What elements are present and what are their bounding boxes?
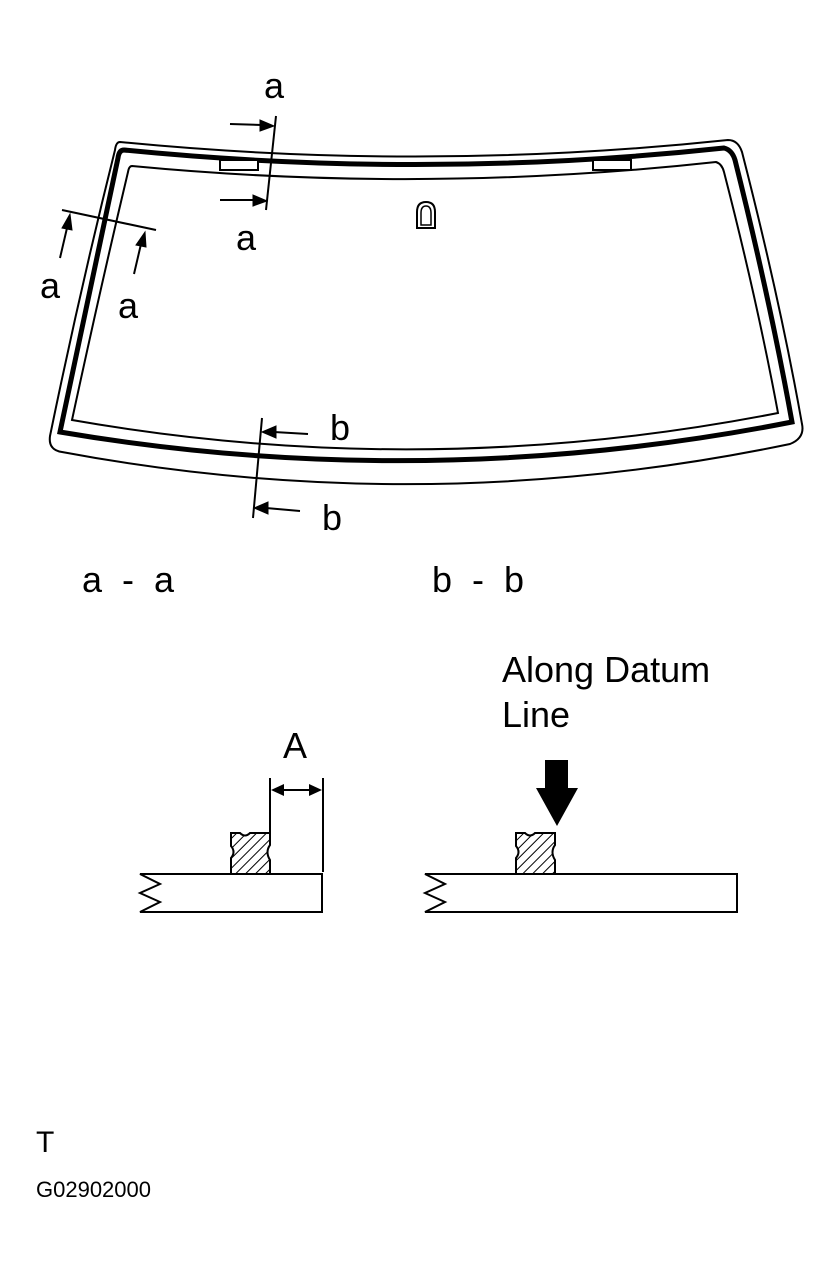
figure-code: G02902000 bbox=[36, 1177, 151, 1202]
mirror-mount-icon bbox=[416, 200, 436, 229]
label-b-upper: b bbox=[330, 407, 350, 448]
molding-inner bbox=[70, 160, 780, 451]
top-tab-right bbox=[592, 159, 632, 171]
label-a-top: a bbox=[264, 65, 285, 106]
label-a-left-inner: a bbox=[118, 285, 139, 326]
top-tab-left bbox=[219, 159, 259, 171]
bead-section-b bbox=[515, 832, 556, 875]
section-cut-a-top bbox=[220, 115, 277, 211]
dimension-label-A: A bbox=[283, 725, 307, 766]
datum-label-line2: Line bbox=[502, 694, 570, 735]
corner-mark: T bbox=[36, 1126, 54, 1159]
glass-section-b bbox=[422, 873, 738, 913]
section-cut-a-left bbox=[59, 209, 157, 275]
label-a-left-outer: a bbox=[40, 265, 61, 306]
windshield-glass bbox=[48, 138, 804, 486]
detail-a-a bbox=[137, 778, 324, 913]
bead-section-a bbox=[230, 832, 271, 875]
label-b-lower: b bbox=[322, 497, 342, 538]
datum-arrow-icon bbox=[536, 760, 578, 826]
glass-section-a bbox=[137, 873, 323, 913]
view-b-title: b - b bbox=[432, 559, 524, 600]
datum-label-line1: Along Datum bbox=[502, 649, 710, 690]
label-a-top-lower: a bbox=[236, 217, 257, 258]
glass-outer-edge bbox=[48, 138, 804, 486]
mirror-mount-inner bbox=[420, 205, 432, 226]
view-a-title: a - a bbox=[82, 559, 175, 600]
detail-b-b bbox=[422, 760, 738, 913]
molding-outer bbox=[57, 145, 795, 464]
section-cut-b bbox=[252, 417, 309, 519]
